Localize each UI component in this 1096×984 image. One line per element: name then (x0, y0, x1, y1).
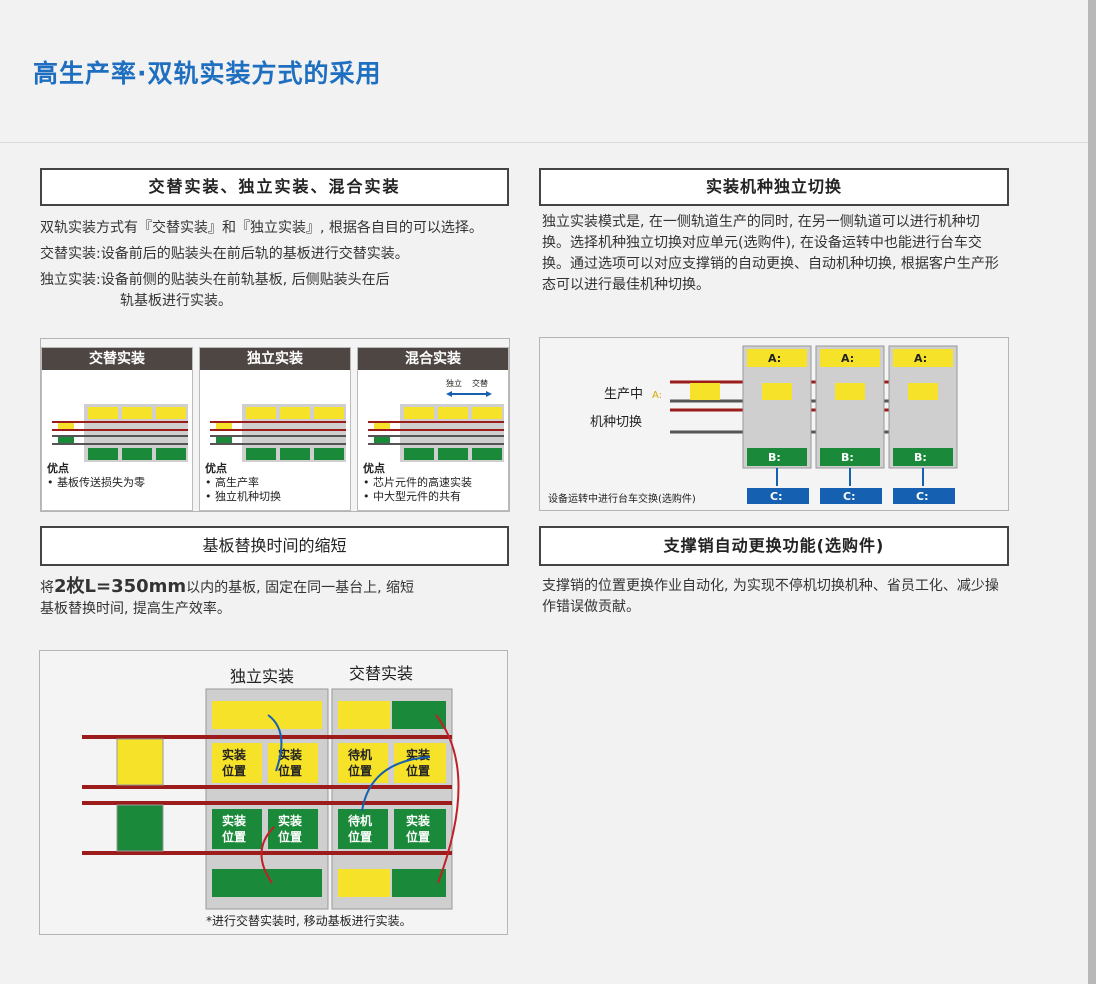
mode-panel-title: 混合实装 (358, 348, 508, 370)
label-a: A: (914, 352, 927, 365)
changeover-diagram: 生产中 A: 机种切换 A: B: A: B: A: B: 设备运转中进行台车交 (539, 337, 1009, 511)
sec4-paragraph: 支撑销的位置更换作业自动化, 为实现不停机切换机种、省员工化、减少操作错误做贡献… (542, 578, 999, 615)
label-b: B: (768, 451, 781, 464)
section-heading-text: 基板替换时间的缩短 (202, 536, 347, 555)
mini-machine-diagram: 独立 交替 (368, 378, 504, 462)
section-heading-board-change: 基板替换时间的缩短 (40, 526, 509, 566)
page-edge (1088, 0, 1096, 984)
sec1-p2: 交替实装:设备前后的贴装头在前后轨的基板进行交替实装。 (40, 246, 409, 262)
adv-item: • 芯片元件的高速实装 (363, 476, 472, 489)
section-heading-support-pin: 支撑销自动更换功能(选购件) (539, 526, 1009, 566)
label-a: A: (841, 352, 854, 365)
section-heading-text: 实装机种独立切换 (705, 177, 842, 196)
sec2-paragraph: 独立实装模式是, 在一侧轨道生产的同时, 在另一侧轨道可以进行机种切换。选择机种… (542, 214, 999, 293)
label-a-small: A: (652, 390, 662, 401)
mount-label: 实装 (278, 813, 302, 828)
label-c: C: (770, 490, 782, 503)
mount-label: 位置 (222, 763, 246, 778)
sec3-pre: 将 (40, 580, 54, 596)
sec1-p1: 双轨实装方式有『交替实装』和『独立实装』, 根据各自目的可以选择。 (40, 220, 483, 236)
mount-label: 位置 (278, 763, 302, 778)
adv-item: • 独立机种切换 (205, 490, 281, 503)
machine-unit: A: B: (888, 345, 958, 469)
section-heading-dual-modes: 交替实装、独立实装、混合实装 (40, 168, 509, 206)
mode-panel-alternate: 交替实装 优点 • 基板传送损失为零 (41, 347, 193, 511)
sec3-line1: 将2枚L=350mm以内的基板, 固定在同一基台上, 缩短 (40, 576, 510, 599)
mode-panel-title: 独立实装 (200, 348, 350, 370)
mode-panels: 交替实装 优点 • 基板传送损失为零 独立实装 优点 • 高生产率 • 独立 (40, 338, 510, 512)
section-heading-text: 支撑销自动更换功能(选购件) (663, 536, 885, 555)
title-independent: 独立实装 (230, 667, 294, 686)
label-c: C: (843, 490, 855, 503)
sec1-paragraph: 双轨实装方式有『交替实装』和『独立实装』, 根据各自目的可以选择。 交替实装:设… (40, 218, 510, 312)
title-alternate: 交替实装 (349, 664, 413, 683)
board-change-diagram: 独立实装 交替实装 实装 位置 实装 位置 实装 位置 实装 位置 待机 位置 … (39, 650, 508, 935)
adv-head: 优点 (47, 462, 69, 475)
mode-panel-mixed: 混合实装 独立 交替 优点 • 芯片元件的高速实装 • 中大型元件的共有 (357, 347, 509, 511)
adv-head: 优点 (205, 462, 227, 475)
label-production: 生产中 (604, 387, 643, 402)
sec3-paragraph: 将2枚L=350mm以内的基板, 固定在同一基台上, 缩短 基板替换时间, 提高… (40, 576, 510, 620)
wait-label: 待机 (348, 747, 372, 762)
adv-item: • 基板传送损失为零 (47, 476, 145, 489)
mount-label: 位置 (222, 829, 246, 844)
mode-panel-independent: 独立实装 优点 • 高生产率 • 独立机种切换 (199, 347, 351, 511)
mount-label: 实装 (222, 813, 246, 828)
page-title: 高生产率·双轨实装方式的采用 (33, 59, 382, 88)
machine-unit: A: B: (742, 345, 812, 469)
label-changeover: 机种切换 (590, 415, 642, 430)
mini-machine-diagram (52, 404, 188, 462)
wait-label: 位置 (348, 829, 372, 844)
mode-advantages: 优点 • 芯片元件的高速实装 • 中大型元件的共有 (363, 462, 472, 504)
label-a: A: (768, 352, 781, 365)
mount-label: 位置 (406, 829, 430, 844)
mount-label: 位置 (278, 829, 302, 844)
adv-item: • 高生产率 (205, 476, 259, 489)
sec3-post: 以内的基板, 固定在同一基台上, 缩短 (186, 580, 414, 596)
mode-advantages: 优点 • 基板传送损失为零 (47, 462, 145, 490)
header-band (0, 0, 1088, 143)
mount-label: 实装 (278, 747, 302, 762)
mount-label: 位置 (406, 763, 430, 778)
machine-unit: A: B: (815, 345, 885, 469)
sec1-p3a: 独立实装:设备前侧的贴装头在前轨基板, 后侧贴装头在后 (40, 272, 390, 288)
adv-item: • 中大型元件的共有 (363, 490, 461, 503)
sec3-line2: 基板替换时间, 提高生产效率。 (40, 601, 231, 617)
wait-label: 待机 (348, 813, 372, 828)
section-heading-text: 交替实装、独立实装、混合实装 (148, 177, 401, 196)
mode-advantages: 优点 • 高生产率 • 独立机种切换 (205, 462, 281, 504)
sec1-p3b: 轨基板进行实装。 (120, 293, 232, 309)
wait-label: 位置 (348, 763, 372, 778)
label-alternate: 交替 (472, 378, 488, 388)
label-independent: 独立 (446, 378, 462, 388)
section-heading-changeover: 实装机种独立切换 (539, 168, 1009, 206)
adv-head: 优点 (363, 462, 385, 475)
label-b: B: (841, 451, 854, 464)
mount-label: 实装 (406, 813, 430, 828)
sec3-big: 2枚L=350mm (54, 576, 187, 597)
mode-panel-title: 交替实装 (42, 348, 192, 370)
mount-label: 实装 (222, 747, 246, 762)
diagram-note: *进行交替实装时, 移动基板进行实装。 (206, 913, 412, 928)
mini-machine-diagram (210, 404, 346, 462)
label-cart-exchange: 设备运转中进行台车交换(选购件) (548, 492, 696, 505)
label-c: C: (916, 490, 928, 503)
label-b: B: (914, 451, 927, 464)
